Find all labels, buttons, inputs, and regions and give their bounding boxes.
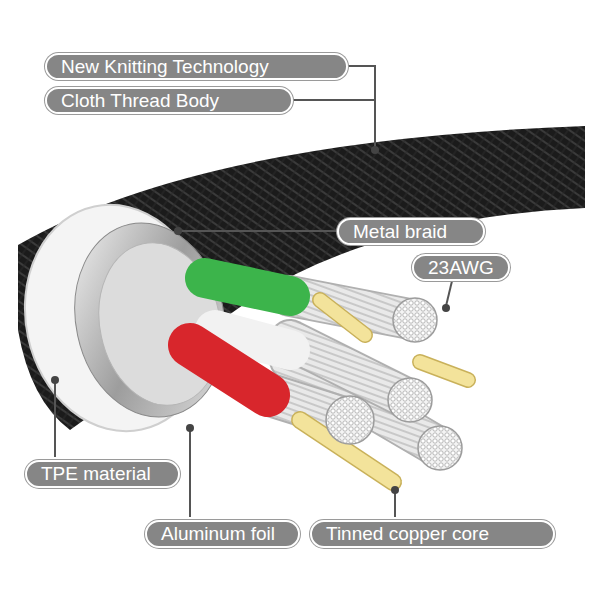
callout-pill: Aluminum foil xyxy=(145,520,300,548)
callout-pill: Metal braid xyxy=(337,218,485,245)
leader-dots xyxy=(51,146,450,494)
callout-pill: Cloth Thread Body xyxy=(45,87,293,114)
callout-pill: TPE material xyxy=(25,460,180,488)
callout-label: Cloth Thread Body xyxy=(61,90,219,112)
tinned-cores xyxy=(300,300,468,482)
wire-insulation xyxy=(190,278,290,395)
callout-pill: New Knitting Technology xyxy=(45,53,348,80)
callout-label: 23AWG xyxy=(428,257,494,279)
callout-label: Aluminum foil xyxy=(161,523,275,545)
callout-label: TPE material xyxy=(41,463,151,485)
leader-lines xyxy=(55,66,452,517)
callout-label: Metal braid xyxy=(353,221,447,243)
callout-pill: 23AWG xyxy=(412,254,510,281)
strand-ends xyxy=(326,298,462,470)
callout-label: New Knitting Technology xyxy=(61,56,269,78)
callout-label: Tinned copper core xyxy=(326,523,489,545)
callout-pill: Tinned copper core xyxy=(310,520,555,548)
